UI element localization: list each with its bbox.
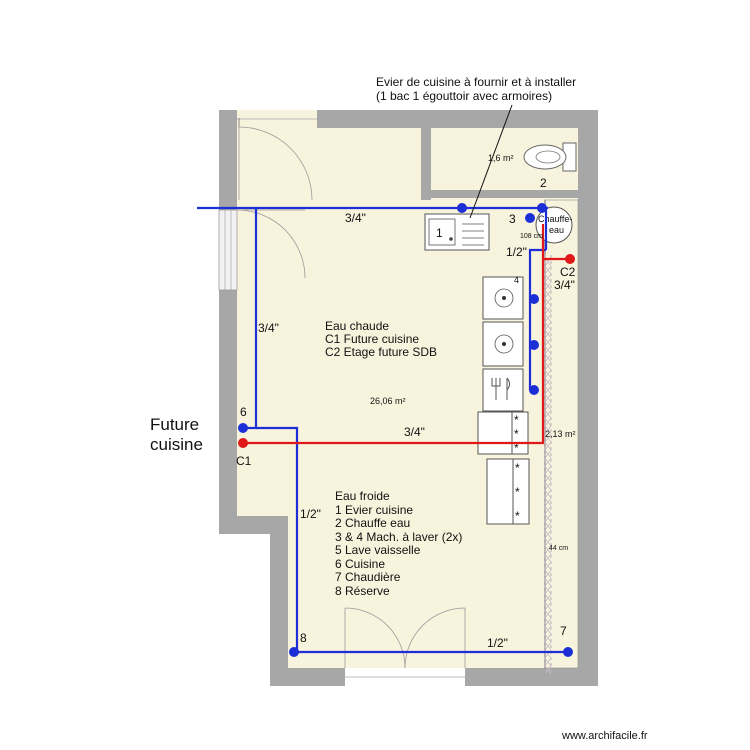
hatched-strip (544, 255, 552, 675)
sink-label: 1 (436, 226, 443, 240)
label-point-8: 8 (300, 631, 307, 645)
main-room-floor (237, 128, 578, 668)
heater-label-1: Chauffe- (538, 214, 572, 224)
washing-machine-1 (482, 276, 524, 320)
cold-legend-item: 7 Chaudière (335, 570, 401, 584)
annotation-line-2: (1 bac 1 égouttoir avec armoires) (376, 89, 552, 103)
point-4 (529, 294, 539, 304)
kitchen-sink: 1 (424, 213, 490, 251)
cold-legend-item: 5 Lave vaisselle (335, 543, 421, 557)
point-sink (457, 203, 467, 213)
cold-endpoints (238, 203, 573, 657)
size-bottom: 1/2" (487, 636, 508, 650)
future-kitchen-line-2: cuisine (150, 435, 203, 454)
cold-legend-item: 3 & 4 Mach. à laver (2x) (335, 530, 462, 544)
burner-mark-1: * (514, 413, 519, 427)
cold-legend-item: 2 Chauffe eau (335, 516, 410, 530)
burner-mark-2: * (514, 427, 519, 441)
hot-legend-item: C2 Etage future SDB (325, 345, 437, 359)
cold-legend-title: Eau froide (335, 489, 390, 503)
size-right-hot: 3/4" (554, 278, 575, 292)
hatch-marks (544, 257, 552, 675)
left-window-swing (236, 209, 306, 279)
label-point-4: 4 (514, 275, 519, 285)
bottom-door-swing-left (344, 607, 406, 669)
point-3 (525, 213, 535, 223)
label-point-3: 3 (509, 212, 516, 226)
dishwasher (482, 368, 524, 412)
annotation-leader (469, 104, 513, 219)
cold-legend-item: 1 Evier cuisine (335, 503, 413, 517)
wc-bottom-wall (431, 190, 578, 198)
point-7 (563, 647, 573, 657)
heater-width: 108 cm (520, 233, 543, 240)
annotation-line-1: Evier de cuisine à fournir et à installe… (376, 75, 576, 89)
size-hot-horizontal: 3/4" (404, 425, 425, 439)
label-point-2: 2 (540, 176, 547, 190)
hot-endpoints (238, 254, 575, 448)
label-c2: C2 (560, 265, 576, 279)
watermark: www.archifacile.fr (561, 730, 648, 742)
burner-mark-3: * (514, 441, 519, 455)
bottom-door-swing-right (404, 607, 466, 669)
main-area: 26,06 m² (370, 396, 406, 406)
left-window (218, 209, 238, 291)
size-cold-vertical: 1/2" (300, 507, 321, 521)
point-2 (537, 203, 547, 213)
counter-mark-2: * (515, 485, 520, 499)
top-door-swing (238, 126, 313, 201)
point-5 (529, 385, 539, 395)
heater-label-2: eau (549, 225, 564, 235)
wc-partition (421, 128, 431, 200)
size-left-vertical: 3/4" (258, 321, 279, 335)
hot-water-pipes (243, 224, 568, 445)
counter-mark-1: * (515, 461, 520, 475)
point-6 (238, 423, 248, 433)
label-point-7: 7 (560, 624, 567, 638)
washing-machine-2 (482, 321, 524, 367)
hot-water-legend: Eau chaude C1 Future cuisine C2 Etage fu… (325, 319, 437, 359)
point-c1 (238, 438, 248, 448)
stove: * * * (477, 411, 529, 455)
label-point-6: 6 (240, 405, 247, 419)
strip-width: 44 cm (549, 545, 568, 552)
hot-legend-item: C1 Future cuisine (325, 332, 419, 346)
label-c1: C1 (236, 454, 252, 468)
side-area: 2,13 m² (545, 429, 576, 439)
toilet (523, 142, 577, 172)
future-kitchen-line-1: Future (150, 415, 199, 434)
point-4b (529, 340, 539, 350)
point-8 (289, 647, 299, 657)
counter-unit: * * * (486, 458, 530, 525)
point-c2 (565, 254, 575, 264)
cold-legend-item: 6 Cuisine (335, 557, 385, 571)
size-top-main: 3/4" (345, 211, 366, 225)
wc-area: 1,6 m² (488, 153, 514, 163)
cold-water-legend: Eau froide 1 Evier cuisine 2 Chauffe eau… (335, 489, 462, 598)
counter-mark-3: * (515, 509, 520, 523)
cold-legend-item: 8 Réserve (335, 584, 390, 598)
size-near-heater: 1/2" (506, 245, 527, 259)
hot-legend-title: Eau chaude (325, 319, 389, 333)
